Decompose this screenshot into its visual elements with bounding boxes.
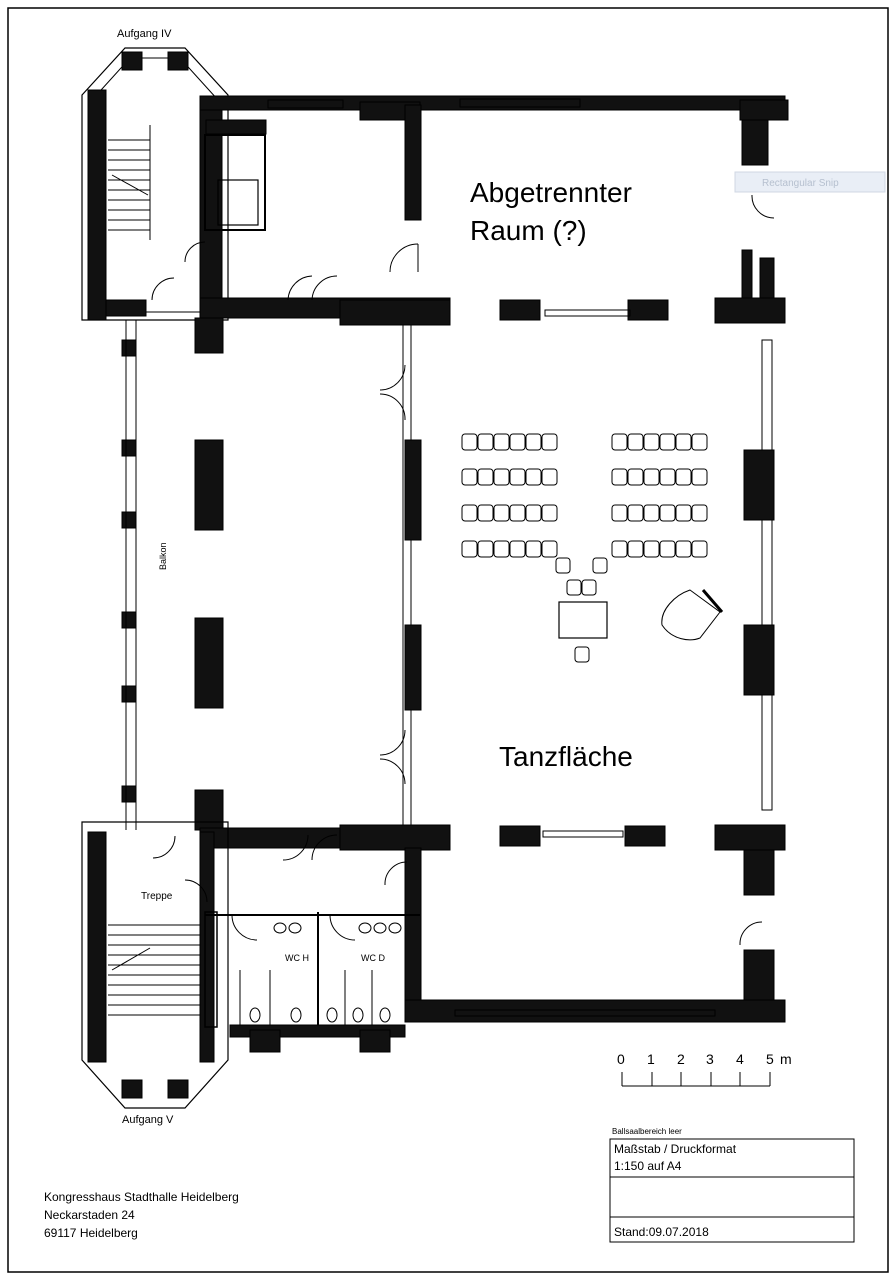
scale-tick-5: 5 [766,1051,774,1067]
title-block: Ballsaalbereich leer Maßstab / Druckform… [609,1127,855,1243]
scale-tick-0: 0 [617,1051,625,1067]
scale-bar: 0 1 2 3 4 5 m [617,1051,792,1087]
page-frame [7,7,889,1273]
snip-overlay [734,171,886,193]
scale-tick-3: 3 [706,1051,714,1067]
address-line3: 69117 Heidelberg [44,1226,138,1240]
piano-icon [661,589,724,641]
seating-chairs [461,433,708,663]
label-wc-men: WC H [285,953,309,963]
scale-tick-1: 1 [647,1051,655,1067]
title-date: Stand:09.07.2018 [614,1225,709,1239]
scale-tick-2: 2 [677,1051,685,1067]
staircase-north [108,125,151,240]
label-aufgang-v: Aufgang V [122,1114,174,1126]
label-stairs: Treppe [141,891,173,902]
building-walls [81,47,789,1109]
label-wc-women: WC D [361,953,385,963]
label-aufgang-iv: Aufgang IV [117,28,172,40]
table [558,601,608,639]
wc-fixtures [239,922,402,1025]
address-line2: Neckarstaden 24 [44,1208,135,1222]
label-separate-room-line1: Abgetrennter [470,177,632,208]
scale-tick-4: 4 [736,1051,744,1067]
title-caption: Ballsaalbereich leer [612,1127,682,1136]
address-block: Kongresshaus Stadthalle Heidelberg Necka… [44,1190,239,1240]
label-balcony: Balkon [158,542,168,570]
title-scale-heading: Maßstab / Druckformat [614,1142,737,1156]
door-swings [151,194,775,946]
label-dance-floor: Tanzfläche [499,741,633,772]
title-scale-value: 1:150 auf A4 [614,1159,682,1173]
window-strips [267,98,716,1017]
snip-overlay-label: Rectangular Snip [762,178,839,189]
staircase-south [108,924,200,1016]
label-separate-room-line2: Raum (?) [470,215,587,246]
scale-unit: m [780,1051,792,1067]
address-line1: Kongresshaus Stadthalle Heidelberg [44,1190,239,1204]
